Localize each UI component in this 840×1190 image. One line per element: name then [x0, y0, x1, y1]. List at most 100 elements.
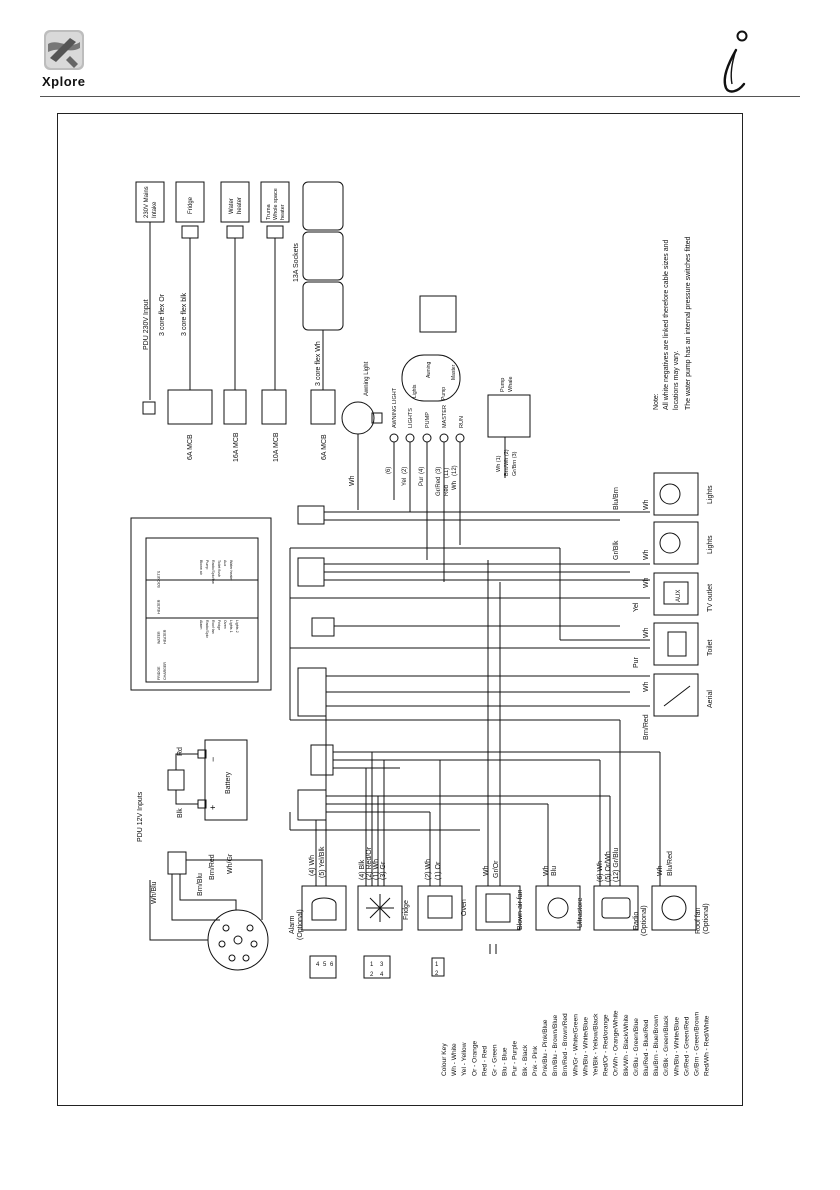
svg-text:Gr/Brn (3): Gr/Brn (3) — [512, 451, 518, 476]
radio-wire-1: (6) Wh — [597, 861, 604, 882]
svg-text:All white negatives are linked: All white negatives are linked therefore… — [663, 239, 670, 410]
consumer-unit — [130, 517, 272, 691]
colour-key-entry: Brn/Red - Brown/Red — [562, 1013, 569, 1076]
panel-label-lights: Lights — [412, 384, 418, 398]
svg-text:Wh/Blu: Wh/Blu — [151, 881, 158, 904]
svg-text:heater: heater — [280, 204, 286, 220]
connector-j6 — [297, 789, 327, 821]
radio-label-2: (Optional) — [641, 905, 648, 936]
fridge-label: Fridge — [188, 196, 194, 214]
colour-key-entry: Wh - White — [451, 1043, 458, 1076]
svg-text:(Optional): (Optional) — [297, 909, 304, 940]
svg-text:Toilet: Toilet — [707, 640, 714, 656]
oven-wire-2: (1) Or — [435, 861, 442, 880]
svg-text:Blu/Brn: Blu/Brn — [613, 487, 620, 510]
svg-text:+: + — [208, 805, 218, 810]
lights-1-label: Lights — [707, 485, 714, 504]
svg-text:Master: Master — [451, 364, 457, 380]
ultra-wire-1: Wh — [543, 865, 550, 876]
alarm-icon — [311, 897, 337, 921]
mcb-6a-2 — [310, 389, 336, 425]
mcb-label-1: 6A MCB — [187, 434, 194, 460]
svg-text:Whole space: Whole space — [273, 188, 279, 220]
svg-text:Wh: Wh — [643, 499, 650, 510]
svg-text:Oven: Oven — [223, 620, 227, 629]
colour-key-entry: Blu - Blue — [502, 1047, 509, 1076]
note-line-4: The water pump has an internal pressure … — [685, 236, 692, 410]
svg-text:230V Mains: 230V Mains — [144, 186, 150, 218]
sockets-label: 13A Sockets — [293, 243, 300, 282]
cu-circuit-1: Alarm — [199, 620, 203, 629]
svg-text:(1) Or: (1) Or — [435, 861, 442, 880]
svg-text:heater: heater — [237, 197, 243, 214]
alarm-label-1: Alarm — [289, 916, 296, 934]
pump-wire-1: Wh (1) — [496, 455, 502, 472]
radio-wire-3: (12) Gr/Blu — [613, 848, 620, 882]
svg-text:Lights: Lights — [412, 384, 418, 398]
cu-circuit-13: Water heater — [229, 560, 233, 581]
svg-text:(2) Red/Or: (2) Red/Or — [366, 846, 373, 880]
svg-text:(Optional): (Optional) — [703, 903, 710, 934]
svg-text:−: − — [208, 757, 218, 762]
svg-text:Wh: Wh — [543, 865, 550, 876]
toilet-wire-wh: Wh — [643, 627, 650, 638]
svg-text:13A Sockets: 13A Sockets — [293, 243, 300, 282]
aerial-wire-brnred: Brn/Red — [643, 714, 650, 740]
toilet-wire-pur: Pur — [633, 656, 640, 668]
cu-circuit-7: Lights 2 — [235, 620, 239, 633]
battery-blk-label: Blk — [177, 808, 184, 818]
colour-key-entry: Gr - Green — [492, 1044, 499, 1076]
conn-num-5: 5 — [323, 962, 327, 968]
toilet-box — [653, 622, 699, 666]
socket-1 — [302, 181, 344, 231]
svg-text:Lights: Lights — [707, 485, 714, 504]
svg-text:Lights: Lights — [707, 535, 714, 554]
svg-text:Ultrastore: Ultrastore — [577, 898, 584, 928]
svg-text:(3): (3) — [436, 467, 442, 474]
oven-wire-1: (2) Wh — [425, 859, 432, 880]
svg-text:Wh: Wh — [643, 549, 650, 560]
svg-text:(6): (6) — [386, 467, 392, 474]
svg-text:WATER: WATER — [157, 631, 161, 644]
svg-text:Brn/Red: Brn/Red — [643, 714, 650, 740]
switch-num-2: (2) — [402, 467, 408, 474]
svg-text:Aux: Aux — [223, 560, 227, 566]
svg-text:Blk: Blk — [177, 808, 184, 818]
radio-label-1: Radio — [633, 912, 640, 930]
svg-text:Gr/Red: Gr/Red — [436, 477, 442, 496]
conn-num-6: 6 — [330, 962, 334, 968]
panel-label-master: Master — [451, 364, 457, 380]
mcb-label-3: 10A MCB — [273, 432, 280, 462]
svg-text:16A MCB: 16A MCB — [233, 432, 240, 462]
fridge12-wire-3: (1) Wh — [373, 859, 380, 880]
colour-key-entry: Blu/Red - Blue/Red — [643, 1019, 650, 1076]
svg-text:(3) Gr: (3) Gr — [380, 861, 387, 880]
svg-text:Blown air: Blown air — [199, 560, 203, 576]
conn-c4-num-3: 3 — [380, 962, 384, 968]
colour-key-entry: Gr/Blu - Green/Blue — [633, 1018, 640, 1076]
svg-text:4: 4 — [316, 962, 320, 968]
colour-key-entry: Blk/Wh - Black/White — [623, 1014, 630, 1076]
svg-text:(Optional): (Optional) — [641, 905, 648, 936]
svg-text:Radio/Spkr/fan: Radio/Spkr/fan — [211, 560, 215, 584]
svg-text:Pump: Pump — [205, 560, 209, 569]
svg-text:Aerial: Aerial — [707, 690, 714, 708]
switch-num-6: (12) — [452, 465, 458, 476]
socket-wire-brnred: Brn/Red — [209, 854, 216, 880]
svg-text:Wh: Wh — [643, 577, 650, 588]
alarm-wire-1: (4) Wh — [309, 855, 316, 876]
switch-num-5: (11) — [444, 468, 450, 478]
cable-flex-wh: 3 core flex Wh — [315, 341, 322, 386]
pump-wire-3: Gr/Brn (3) — [512, 451, 518, 476]
switch-num-3: (4) — [419, 467, 425, 474]
alarm-wire-2: (5) Yel/Blk — [319, 846, 326, 878]
socket-connector — [167, 851, 187, 875]
ultrastore-label: Ultrastore — [577, 898, 584, 928]
svg-text:10A MCB: 10A MCB — [273, 432, 280, 462]
cu-circuit-11: Toilet flush — [217, 560, 221, 577]
cu-top-label-sockets: SOCKETS — [157, 570, 161, 588]
lights-2-label: Lights — [707, 535, 714, 554]
blown-wire-2: Gr/Or — [493, 860, 500, 878]
header-rule — [40, 96, 800, 97]
